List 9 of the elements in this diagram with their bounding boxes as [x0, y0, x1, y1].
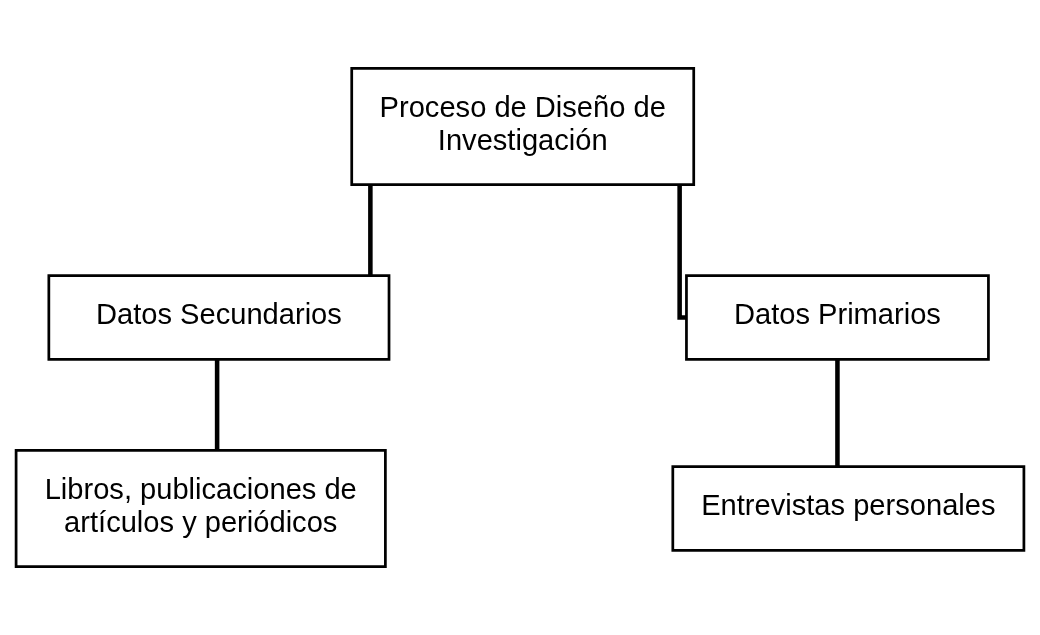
node-box: Entrevistas personales: [671, 465, 1026, 552]
node-box: Libros, publicaciones de artículos y periódicos: [14, 448, 387, 569]
connector: [677, 184, 687, 320]
node-box: Proceso de Diseño de Investigación: [350, 66, 696, 187]
connector: [835, 359, 840, 467]
node-box: Datos Secundarios: [47, 274, 391, 361]
connector: [214, 359, 220, 451]
node-box: Datos Primarios: [685, 274, 990, 361]
connector: [368, 184, 373, 276]
